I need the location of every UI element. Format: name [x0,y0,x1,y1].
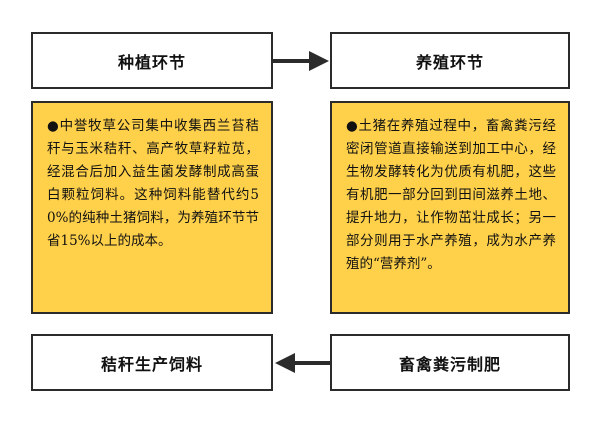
planting-stage-label: 种植环节 [117,52,186,72]
arrow-left-icon [275,353,331,373]
arrow-right-icon [273,51,329,71]
breeding-stage-box: 养殖环节 [330,32,570,89]
manure-process-text: ●土猪在养殖过程中，畜禽粪污经密闭管道直接输送到加工中心，经生物发酵转化为优质有… [346,118,556,272]
breeding-stage-label: 养殖环节 [415,52,484,72]
manure-process-note: ●土猪在养殖过程中，畜禽粪污经密闭管道直接输送到加工中心，经生物发酵转化为优质有… [330,101,570,314]
manure-fertilizer-box: 畜禽粪污制肥 [330,334,570,391]
feed-production-box: 秸秆生产饲料 [31,334,273,391]
feed-production-label: 秸秆生产饲料 [100,354,203,374]
feed-process-text: ●中誉牧草公司集中收集西兰苔秸秆与玉米秸秆、高产牧草籽粒苋，经混合后加入益生菌发… [47,118,259,249]
feed-process-note: ●中誉牧草公司集中收集西兰苔秸秆与玉米秸秆、高产牧草籽粒苋，经混合后加入益生菌发… [31,101,273,314]
planting-stage-box: 种植环节 [31,32,273,89]
manure-fertilizer-label: 畜禽粪污制肥 [398,354,501,374]
